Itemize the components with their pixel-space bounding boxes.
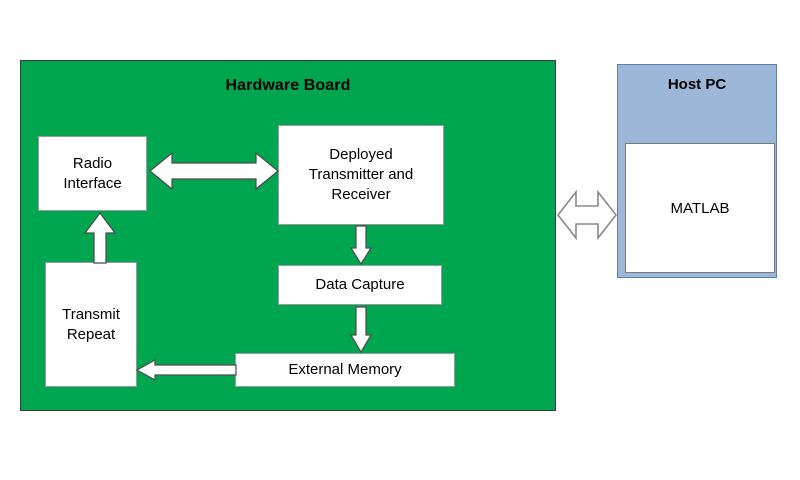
node-transmit-repeat[interactable]: Transmit Repeat: [45, 262, 137, 387]
node-deployed-transmitter-receiver[interactable]: Deployed Transmitter and Receiver: [278, 125, 444, 225]
node-transmit-repeat-line-1: Transmit: [62, 305, 120, 323]
node-data-capture-label: Data Capture: [315, 276, 405, 294]
arrow-data-capture-to-external-memory-down: [350, 306, 372, 354]
arrow-deployed-to-data-capture-down: [350, 225, 372, 266]
node-deployed-line-3: Receiver: [331, 185, 391, 203]
arrow-radio-interface-to-deployed-bidirectional: [148, 150, 280, 192]
arrow-external-memory-to-transmit-repeat-left: [136, 359, 238, 381]
arrow-transmit-repeat-to-radio-interface-up: [81, 211, 119, 265]
hardware-board-title: Hardware Board: [225, 77, 351, 94]
node-transmit-repeat-line-2: Repeat: [66, 325, 116, 343]
node-radio-interface-line-2: Interface: [63, 174, 122, 192]
node-matlab[interactable]: MATLAB: [625, 143, 775, 273]
node-external-memory-label: External Memory: [288, 361, 402, 379]
node-external-memory[interactable]: External Memory: [235, 353, 455, 387]
node-deployed-line-1: Deployed: [329, 146, 393, 164]
node-radio-interface-line-1: Radio: [72, 154, 113, 172]
node-radio-interface[interactable]: Radio Interface: [38, 136, 147, 211]
arrow-hardware-board-to-host-pc-bidirectional: [556, 186, 618, 244]
host-pc-title: Host PC: [667, 76, 727, 93]
node-data-capture[interactable]: Data Capture: [278, 265, 442, 305]
node-deployed-line-2: Transmitter and: [308, 166, 414, 184]
node-matlab-label: MATLAB: [670, 199, 730, 217]
